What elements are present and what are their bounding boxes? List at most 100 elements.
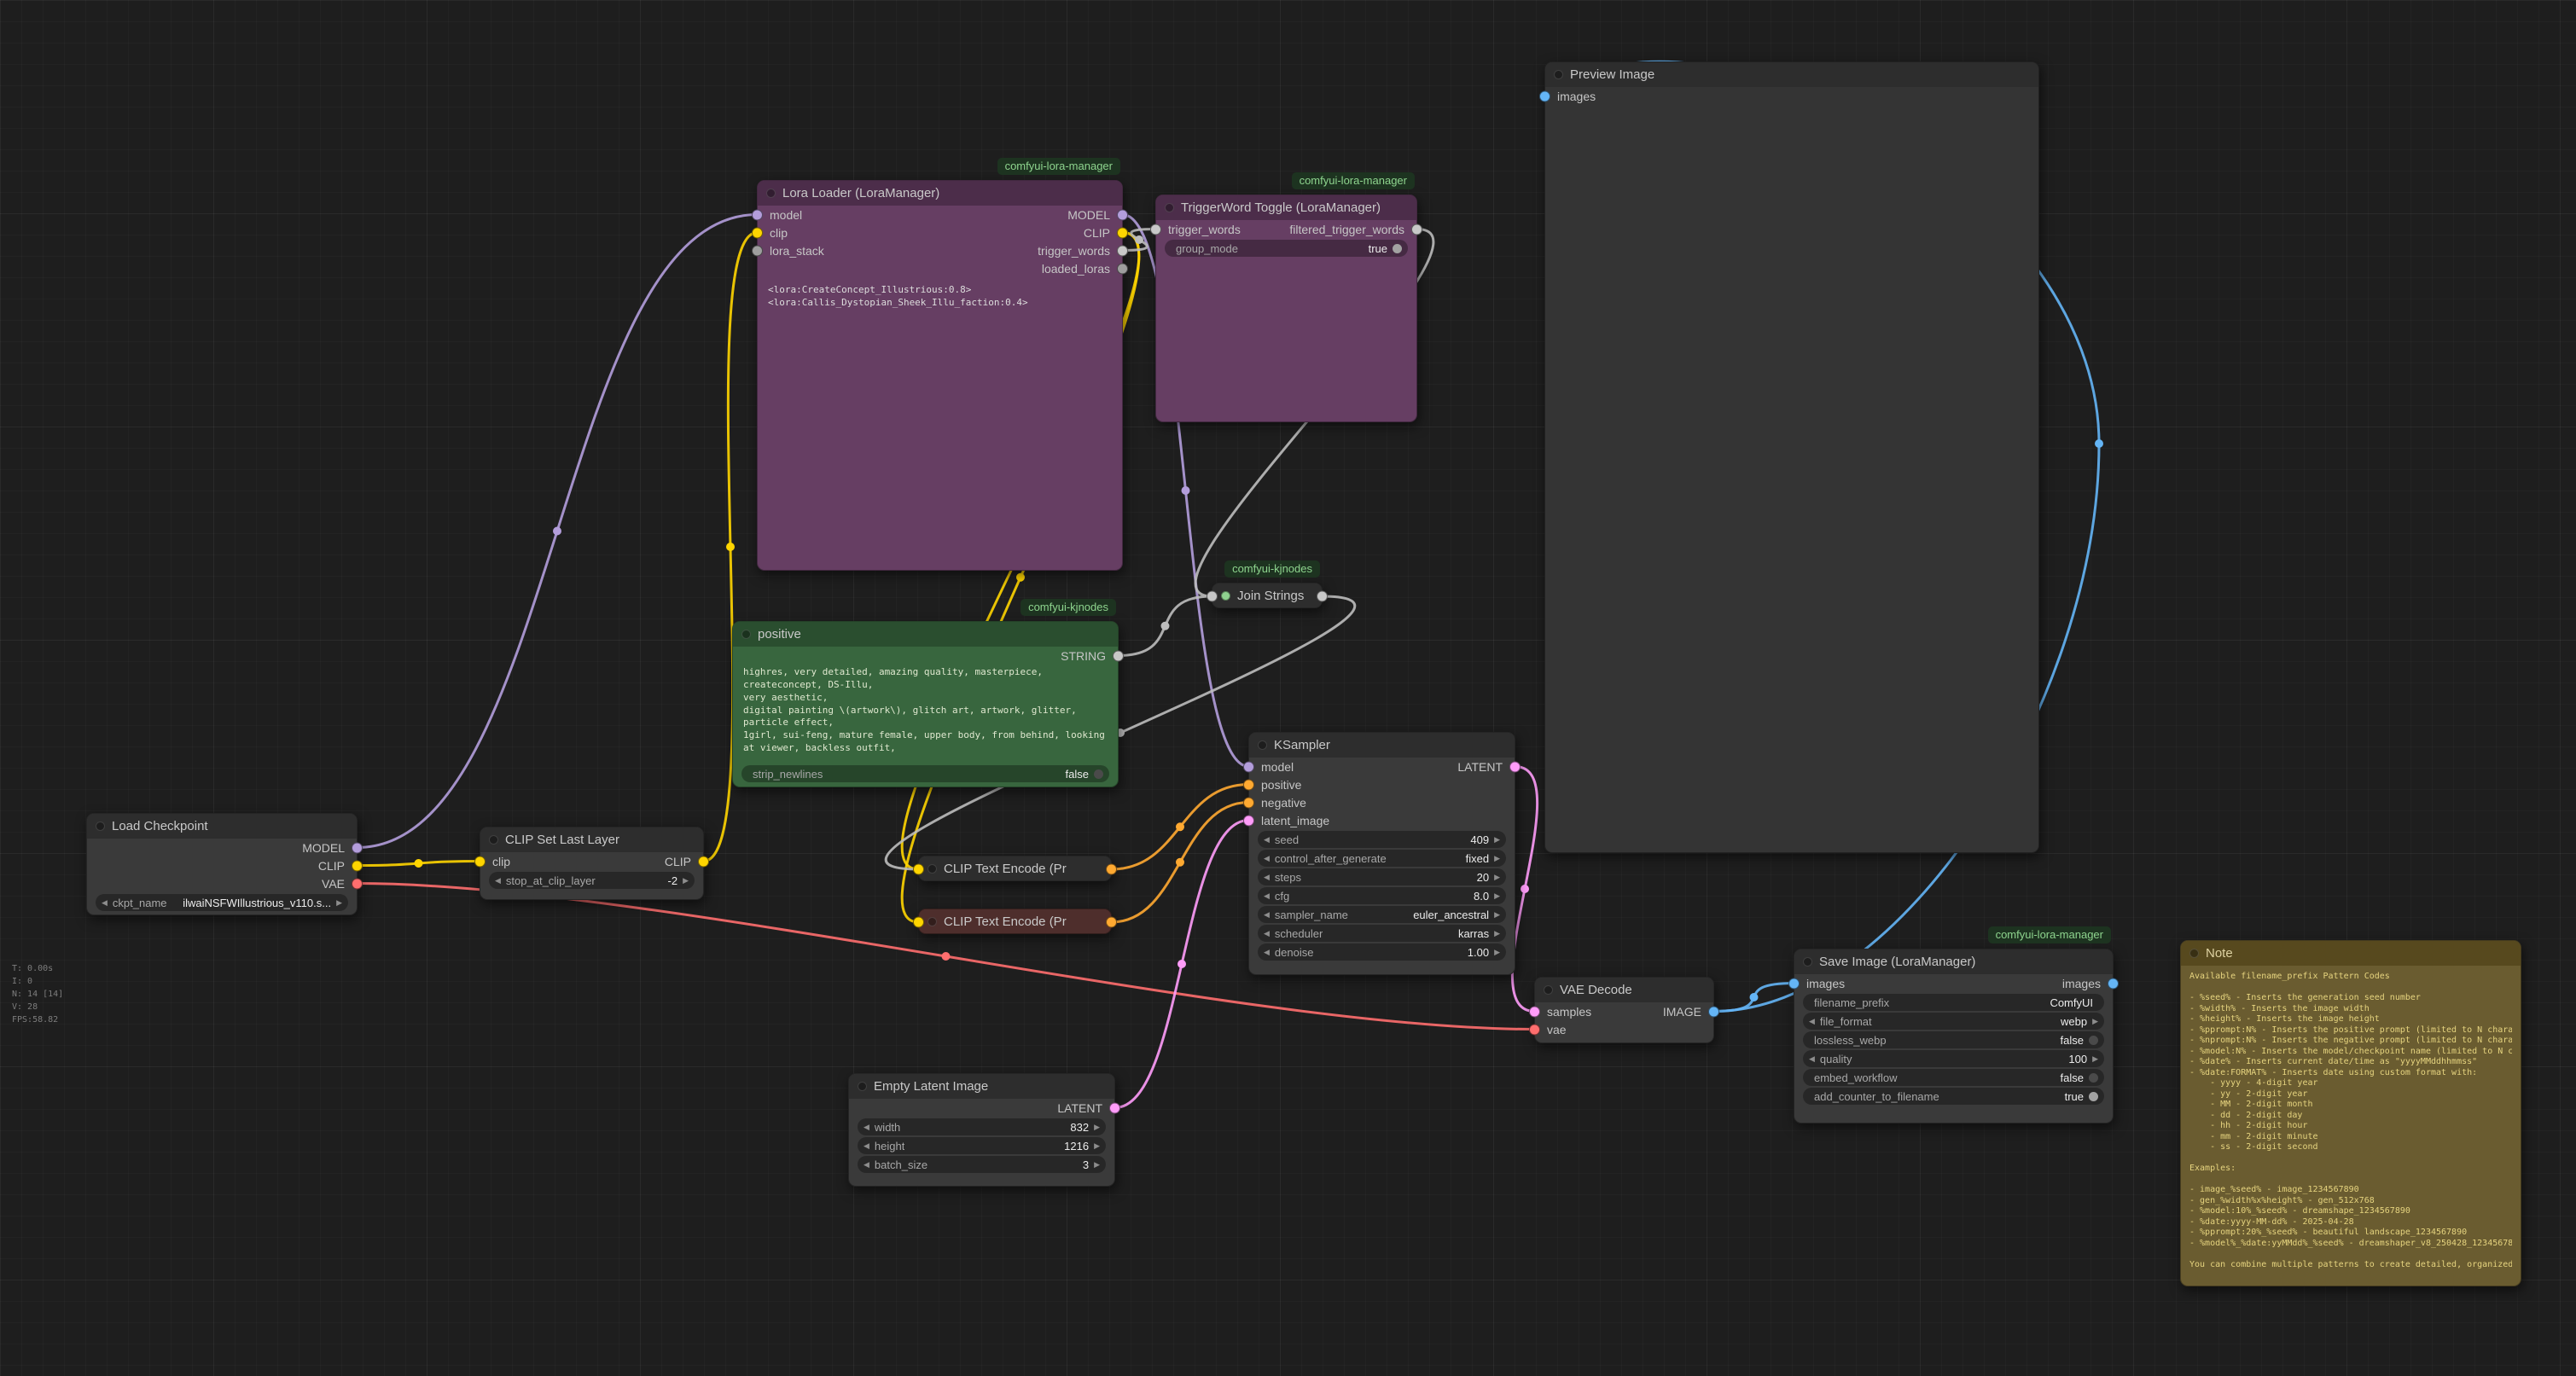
input-slot-vae[interactable] xyxy=(1529,1024,1540,1035)
increment-arrow-icon[interactable]: ▶ xyxy=(1494,947,1500,956)
node-titlebar[interactable]: CLIP Text Encode (Pr xyxy=(919,909,1111,933)
node-titlebar[interactable]: Load Checkpoint xyxy=(87,814,357,839)
output-slot-model[interactable] xyxy=(352,842,363,853)
prev-arrow-icon[interactable]: ◀ xyxy=(1264,928,1270,938)
next-arrow-icon[interactable]: ▶ xyxy=(1494,853,1500,862)
node-note[interactable]: Note Available filename_prefix Pattern C… xyxy=(2180,940,2521,1286)
output-slot-latent[interactable] xyxy=(1109,1102,1120,1113)
output-slot-loaded-loras[interactable] xyxy=(1117,263,1128,274)
node-clip-text-encode-positive[interactable]: CLIP Text Encode (Pr xyxy=(913,856,1117,881)
output-slot-clip[interactable] xyxy=(1117,227,1128,238)
decrement-arrow-icon[interactable]: ◀ xyxy=(864,1141,869,1150)
collapse-dot-icon[interactable] xyxy=(1803,957,1812,967)
node-save-image[interactable]: comfyui-lora-manager Save Image (LoraMan… xyxy=(1788,926,2119,1123)
collapse-dot-icon[interactable] xyxy=(858,1082,867,1091)
lora-syntax-text[interactable]: <lora:CreateConcept_Illustrious:0.8> <lo… xyxy=(768,284,1028,308)
increment-arrow-icon[interactable]: ▶ xyxy=(1494,872,1500,881)
output-slot-string[interactable] xyxy=(1317,590,1328,602)
node-positive-prompt[interactable]: comfyui-kjnodes positive STRING highres,… xyxy=(732,599,1124,787)
output-slot-string[interactable] xyxy=(1113,650,1124,661)
node-triggerword-toggle[interactable]: comfyui-lora-manager TriggerWord Toggle … xyxy=(1150,172,1422,422)
prev-arrow-icon[interactable]: ◀ xyxy=(1809,1016,1815,1025)
output-slot-conditioning[interactable] xyxy=(1106,916,1117,928)
toggle-knob[interactable] xyxy=(2089,1035,2098,1045)
node-titlebar[interactable]: CLIP Text Encode (Pr xyxy=(919,856,1111,880)
increment-arrow-icon[interactable]: ▶ xyxy=(2092,1054,2098,1063)
input-slot-model[interactable] xyxy=(1243,761,1254,772)
note-text[interactable]: Available filename_prefix Pattern Codes … xyxy=(2189,972,2512,1269)
node-titlebar[interactable]: Note xyxy=(2181,941,2521,966)
node-titlebar[interactable]: positive xyxy=(733,622,1118,647)
decrement-arrow-icon[interactable]: ◀ xyxy=(864,1122,869,1131)
input-slot-negative[interactable] xyxy=(1243,797,1254,808)
collapse-dot-icon[interactable] xyxy=(1554,70,1563,79)
node-titlebar[interactable]: CLIP Set Last Layer xyxy=(480,827,703,852)
node-titlebar[interactable]: Preview Image xyxy=(1545,62,2038,87)
input-slot[interactable] xyxy=(913,916,924,928)
input-slot-trigger-words[interactable] xyxy=(1150,224,1161,235)
node-titlebar[interactable]: Lora Loader (LoraManager) xyxy=(758,181,1122,206)
node-preview-image[interactable]: Preview Image images xyxy=(1539,61,2039,853)
input-slot-samples[interactable] xyxy=(1529,1006,1540,1017)
node-titlebar[interactable]: TriggerWord Toggle (LoraManager) xyxy=(1156,195,1416,220)
widget-ckpt-name[interactable]: ◀ ckpt_name ilwaiNSFWIllustrious_v110.s.… xyxy=(96,894,348,911)
input-slot-lora-stack[interactable] xyxy=(752,245,763,256)
toggle-knob[interactable] xyxy=(2089,1091,2098,1101)
toggle-knob[interactable] xyxy=(1393,243,1402,253)
node-clip-set-last-layer[interactable]: CLIP Set Last Layer clip CLIP ◀ stop_at_… xyxy=(474,827,709,900)
input-slot[interactable] xyxy=(913,863,924,875)
decrement-arrow-icon[interactable]: ◀ xyxy=(1264,834,1270,844)
collapse-dot-icon[interactable] xyxy=(927,863,937,874)
collapse-dot-icon[interactable] xyxy=(1258,740,1267,750)
output-slot-latent[interactable] xyxy=(1509,761,1521,772)
input-slot-images[interactable] xyxy=(1539,90,1550,102)
output-slot-model[interactable] xyxy=(1117,209,1128,220)
output-slot-filtered-trigger-words[interactable] xyxy=(1411,224,1422,235)
collapse-dot-icon[interactable] xyxy=(1165,203,1174,212)
next-arrow-icon[interactable]: ▶ xyxy=(1494,928,1500,938)
widget-group-mode[interactable]: group_mode true xyxy=(1165,240,1408,257)
next-arrow-icon[interactable]: ▶ xyxy=(1494,909,1500,919)
increment-arrow-icon[interactable]: ▶ xyxy=(683,875,689,885)
increment-arrow-icon[interactable]: ▶ xyxy=(1094,1141,1100,1150)
input-slot-model[interactable] xyxy=(752,209,763,220)
next-arrow-icon[interactable]: ▶ xyxy=(336,897,342,907)
output-slot-clip[interactable] xyxy=(352,860,363,871)
decrement-arrow-icon[interactable]: ◀ xyxy=(1264,872,1270,881)
decrement-arrow-icon[interactable]: ◀ xyxy=(1264,947,1270,956)
input-slot-latent-image[interactable] xyxy=(1243,815,1254,826)
collapse-dot-icon[interactable] xyxy=(1221,590,1230,601)
node-titlebar[interactable]: Join Strings xyxy=(1212,583,1322,607)
increment-arrow-icon[interactable]: ▶ xyxy=(1494,891,1500,900)
node-titlebar[interactable]: VAE Decode xyxy=(1535,978,1713,1002)
next-arrow-icon[interactable]: ▶ xyxy=(2092,1016,2098,1025)
node-lora-loader[interactable]: comfyui-lora-manager Lora Loader (LoraMa… xyxy=(752,158,1128,571)
collapse-dot-icon[interactable] xyxy=(2189,949,2199,958)
prev-arrow-icon[interactable]: ◀ xyxy=(102,897,108,907)
collapse-dot-icon[interactable] xyxy=(741,630,751,639)
increment-arrow-icon[interactable]: ▶ xyxy=(1094,1159,1100,1169)
prev-arrow-icon[interactable]: ◀ xyxy=(1264,853,1270,862)
input-slot-positive[interactable] xyxy=(1243,779,1254,790)
output-slot-conditioning[interactable] xyxy=(1106,863,1117,875)
increment-arrow-icon[interactable]: ▶ xyxy=(1094,1122,1100,1131)
toggle-knob[interactable] xyxy=(2089,1072,2098,1083)
node-ksampler[interactable]: KSampler model LATENT positive negative … xyxy=(1243,732,1521,975)
output-slot-vae[interactable] xyxy=(352,878,363,889)
decrement-arrow-icon[interactable]: ◀ xyxy=(864,1159,869,1169)
